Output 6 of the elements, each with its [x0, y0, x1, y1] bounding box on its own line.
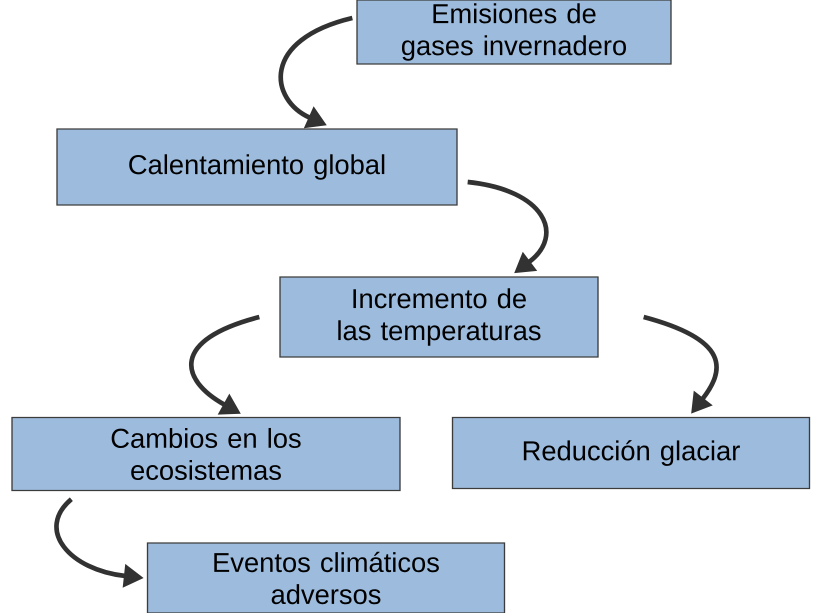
process-box: Emisiones de gases invernadero — [356, 0, 672, 65]
process-box: Calentamiento global — [56, 128, 458, 206]
process-box: Eventos climáticos adversos — [146, 542, 506, 613]
process-box: Cambios en los ecosistemas — [11, 416, 401, 492]
process-box: Reducción glaciar — [452, 416, 810, 490]
process-box: Incremento de las temperaturas — [279, 276, 599, 358]
